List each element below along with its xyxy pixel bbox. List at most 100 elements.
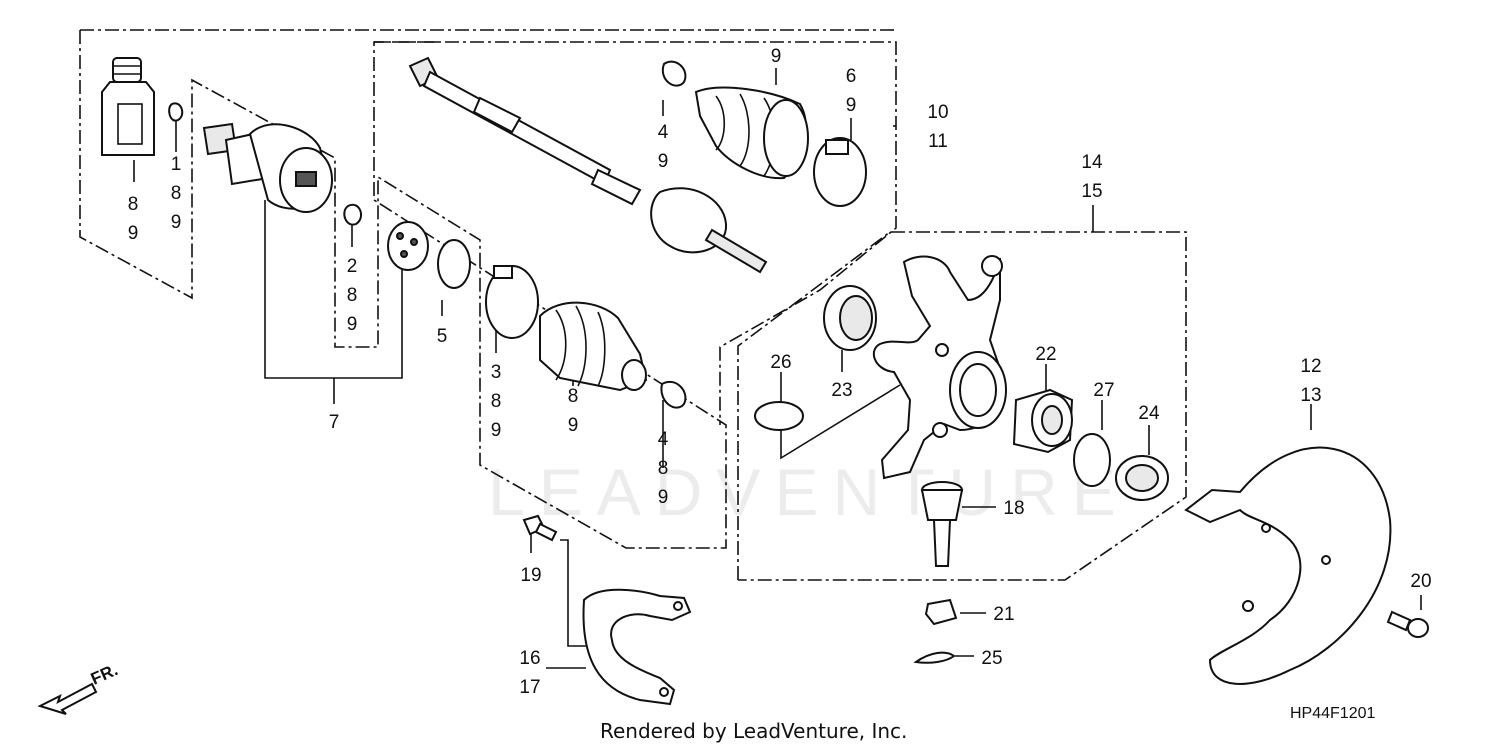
callout-line: 9 <box>658 151 669 172</box>
callout-c23: 23 <box>831 380 852 401</box>
inner-joint-icon <box>202 122 333 213</box>
clip-1-icon <box>168 102 184 122</box>
callout-line: 25 <box>981 648 1002 669</box>
seal-23-icon <box>823 285 877 351</box>
callout-line: 2 <box>347 256 358 277</box>
grease-bottle-icon <box>101 57 155 156</box>
callout-c22: 22 <box>1035 344 1056 365</box>
callout-line: 6 <box>846 66 857 87</box>
front-direction-arrow-icon: FR. <box>37 660 121 715</box>
callout-line: 23 <box>831 380 852 401</box>
band-6-icon <box>813 137 867 207</box>
castle-nut-icon <box>924 598 958 626</box>
seal-24-icon <box>1115 455 1169 501</box>
callout-line: 8 <box>491 391 502 412</box>
bolt-20-icon <box>1386 610 1429 638</box>
callout-line: 26 <box>770 352 791 373</box>
callout-c9: 9 <box>771 46 782 67</box>
diagram-code: HP44F1201 <box>1290 705 1375 722</box>
group-frames <box>79 29 1187 581</box>
callout-line: 24 <box>1138 403 1160 424</box>
axle-shaft-icon <box>408 56 768 274</box>
callout-line: 22 <box>1035 344 1056 365</box>
callout-line: 16 <box>519 648 540 669</box>
bearing-cage-icon <box>387 221 429 271</box>
band-3-icon <box>485 265 539 339</box>
callout-line: 8 <box>128 194 139 215</box>
callout-c489_b: 4 8 9 <box>658 429 669 508</box>
disc-shield-icon <box>1184 446 1392 685</box>
callout-c19: 19 <box>520 565 541 586</box>
callout-c18: 18 <box>1003 498 1024 519</box>
callout-line: 8 <box>347 285 358 306</box>
callout-c189: 1 8 9 <box>171 154 182 233</box>
callout-line: 12 <box>1300 356 1321 377</box>
callout-line: 9 <box>491 420 502 441</box>
callout-line: 17 <box>519 677 540 698</box>
outer-boot-icon <box>694 86 809 180</box>
callout-line: 10 <box>927 102 948 123</box>
callout-line: 9 <box>658 487 669 508</box>
watermark: LEADVENTURE <box>488 455 1130 529</box>
callout-c26: 26 <box>770 352 791 373</box>
callout-line: 21 <box>993 604 1014 625</box>
footer-credit: Rendered by LeadVenture, Inc. <box>600 719 907 743</box>
callout-c21: 21 <box>993 604 1014 625</box>
inner-boot-icon <box>539 301 648 392</box>
bearing-22-icon <box>1012 388 1074 454</box>
callout-line: 3 <box>491 362 502 383</box>
callout-line: 20 <box>1410 571 1431 592</box>
snap-ring-27-icon <box>1073 433 1111 487</box>
callout-c27: 27 <box>1093 380 1114 401</box>
snap-ring-5-icon <box>437 239 471 289</box>
callout-line: 1 <box>171 154 182 175</box>
callout-line: 27 <box>1093 380 1114 401</box>
callout-line: 4 <box>658 429 669 450</box>
callout-line: 9 <box>171 212 182 233</box>
clip-4-lower-icon <box>660 381 687 409</box>
callout-line: 9 <box>128 223 139 244</box>
ball-joint-icon <box>920 481 964 567</box>
callout-line: 8 <box>568 386 579 407</box>
callout-line: 8 <box>171 183 182 204</box>
callout-c5: 5 <box>437 326 448 347</box>
callout-c20: 20 <box>1410 571 1431 592</box>
callout-c389: 3 8 9 <box>491 362 502 441</box>
bracket-icon <box>582 588 692 706</box>
clip-2-icon <box>343 203 363 226</box>
callout-line: 18 <box>1003 498 1024 519</box>
callout-line: 13 <box>1300 385 1321 406</box>
callout-line: 15 <box>1081 181 1102 202</box>
callout-line: 4 <box>658 122 669 143</box>
callout-line: 9 <box>846 95 857 116</box>
callout-line: 5 <box>437 326 448 347</box>
callout-line: 9 <box>568 415 579 436</box>
snap-ring-26-icon <box>754 401 804 431</box>
direction-label: FR. <box>88 660 121 688</box>
callout-line: 9 <box>771 46 782 67</box>
callout-line: 8 <box>658 458 669 479</box>
steering-knuckle-icon <box>872 255 1007 480</box>
callout-c289: 2 8 9 <box>347 256 358 335</box>
bolt-19-icon <box>522 514 558 542</box>
callout-c25: 25 <box>981 648 1002 669</box>
callout-line: 9 <box>347 314 358 335</box>
callout-c7: 7 <box>329 412 340 433</box>
callout-line: 14 <box>1081 152 1103 173</box>
callout-line: 11 <box>928 131 948 152</box>
callout-line: 19 <box>520 565 541 586</box>
callout-line: 7 <box>329 412 340 433</box>
cotter-pin-icon <box>913 651 956 664</box>
clip-4-upper-icon <box>661 60 687 87</box>
callout-c24: 24 <box>1138 403 1160 424</box>
